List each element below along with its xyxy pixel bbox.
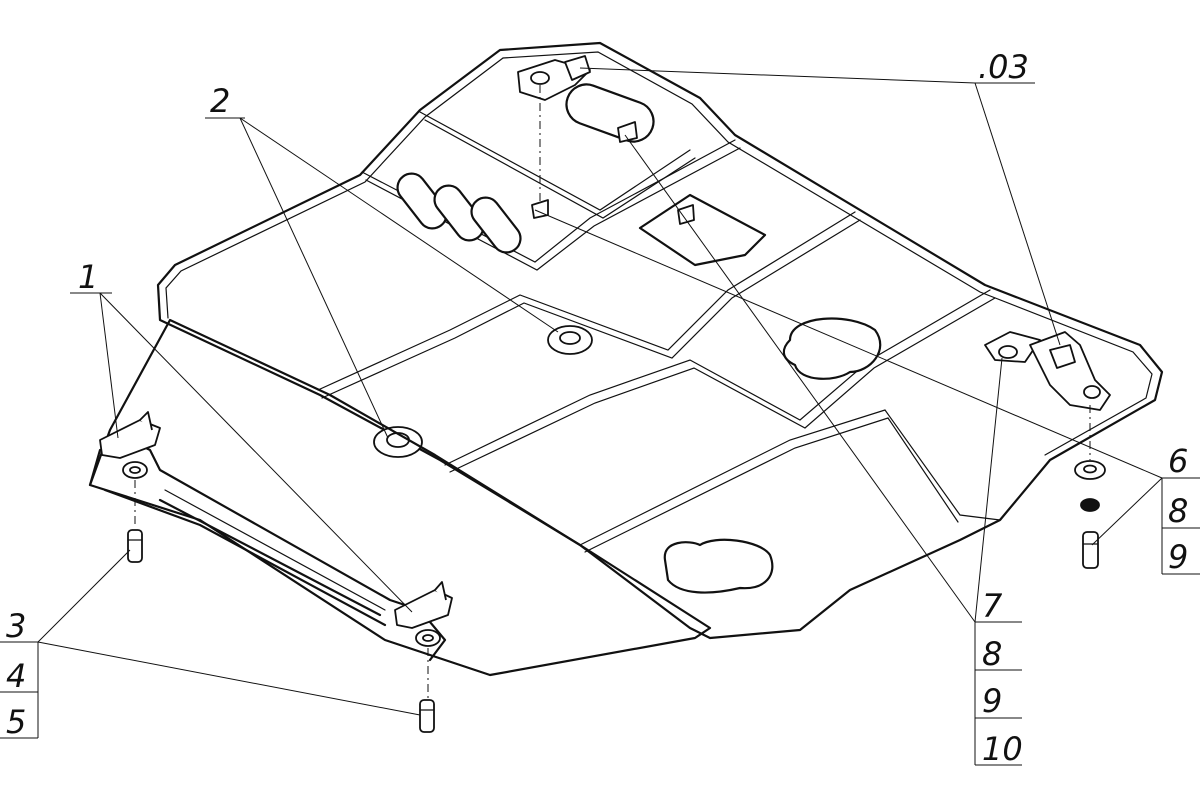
callout-2: 2 (210, 82, 230, 120)
bolt-center (419, 699, 435, 733)
washer-right (1074, 460, 1106, 480)
main-plate (156, 41, 1164, 640)
grommet-left (373, 426, 423, 458)
plate-ribs (317, 111, 1001, 553)
callout-03: .03 (978, 48, 1029, 86)
leader-lines (0, 67, 1200, 766)
front-bracket-right (394, 581, 453, 647)
callout-1: 1 (78, 258, 98, 296)
callout-7: 7 (982, 587, 1003, 625)
bolt-left (127, 529, 143, 563)
callout-8-bottom: 8 (982, 635, 1002, 673)
callout-9-bottom: 9 (982, 682, 1002, 720)
bolt-right (1082, 531, 1099, 569)
rear-bracket-right (984, 331, 1111, 411)
grommet-center (547, 325, 593, 355)
service-hatch (638, 193, 767, 267)
callout-8-right: 8 (1168, 492, 1188, 530)
callout-10: 10 (982, 730, 1023, 768)
callout-5: 5 (6, 703, 26, 741)
vent-slots (396, 83, 655, 254)
callout-9-right: 9 (1168, 538, 1188, 576)
rear-bracket-top (517, 55, 695, 225)
drain-opening (663, 538, 774, 594)
round-opening (782, 317, 882, 380)
front-bracket-left (99, 411, 161, 479)
callout-4: 4 (6, 657, 26, 695)
callout-3: 3 (6, 607, 26, 645)
callout-6: 6 (1168, 442, 1188, 480)
lock-washer-right (1080, 498, 1100, 512)
center-lines (134, 85, 1091, 698)
